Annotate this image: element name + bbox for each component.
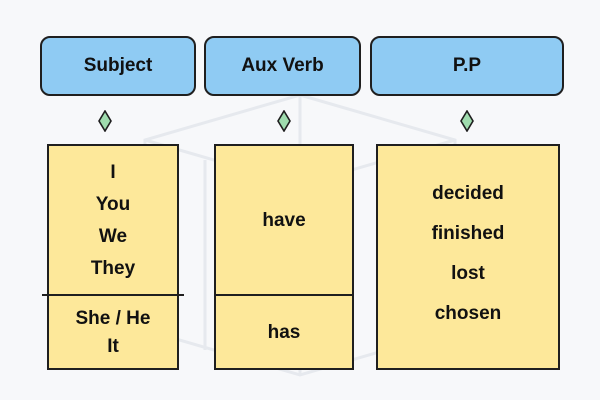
subject-word: They [90, 258, 136, 279]
subject-divider [42, 294, 184, 296]
pp-word-list: decided finished lost chosen [378, 168, 558, 340]
pp-word: lost [451, 263, 485, 284]
aux-divider [214, 294, 354, 296]
subject-box: I You We They She / He It [47, 144, 179, 370]
pp-header: P.P [370, 36, 564, 96]
subject-word: We [98, 226, 128, 247]
subject-word: I [110, 162, 116, 183]
aux-verb-box: have has [214, 144, 354, 370]
aux-verb-has: has [267, 322, 301, 343]
subject-word: It [107, 336, 119, 357]
pp-box: decided finished lost chosen [376, 144, 560, 370]
connector-diamond-pp [460, 110, 474, 132]
aux-verb-header: Aux Verb [204, 36, 361, 96]
connector-diamond-subject [98, 110, 112, 132]
subject-plural-group: I You We They [49, 146, 177, 296]
subject-header-label: Subject [83, 55, 153, 76]
aux-has-section: has [216, 298, 352, 368]
aux-have-section: have [216, 146, 352, 296]
pp-header-label: P.P [452, 55, 482, 76]
pp-word: decided [432, 183, 504, 204]
subject-singular-group: She / He It [49, 298, 177, 368]
subject-header: Subject [40, 36, 196, 96]
subject-word: You [95, 194, 131, 215]
pp-word: finished [431, 223, 505, 244]
connector-diamond-aux [277, 110, 291, 132]
subject-word: She / He [75, 308, 151, 329]
aux-verb-header-label: Aux Verb [241, 55, 324, 76]
pp-word: chosen [434, 303, 502, 324]
aux-verb-have: have [262, 210, 306, 231]
